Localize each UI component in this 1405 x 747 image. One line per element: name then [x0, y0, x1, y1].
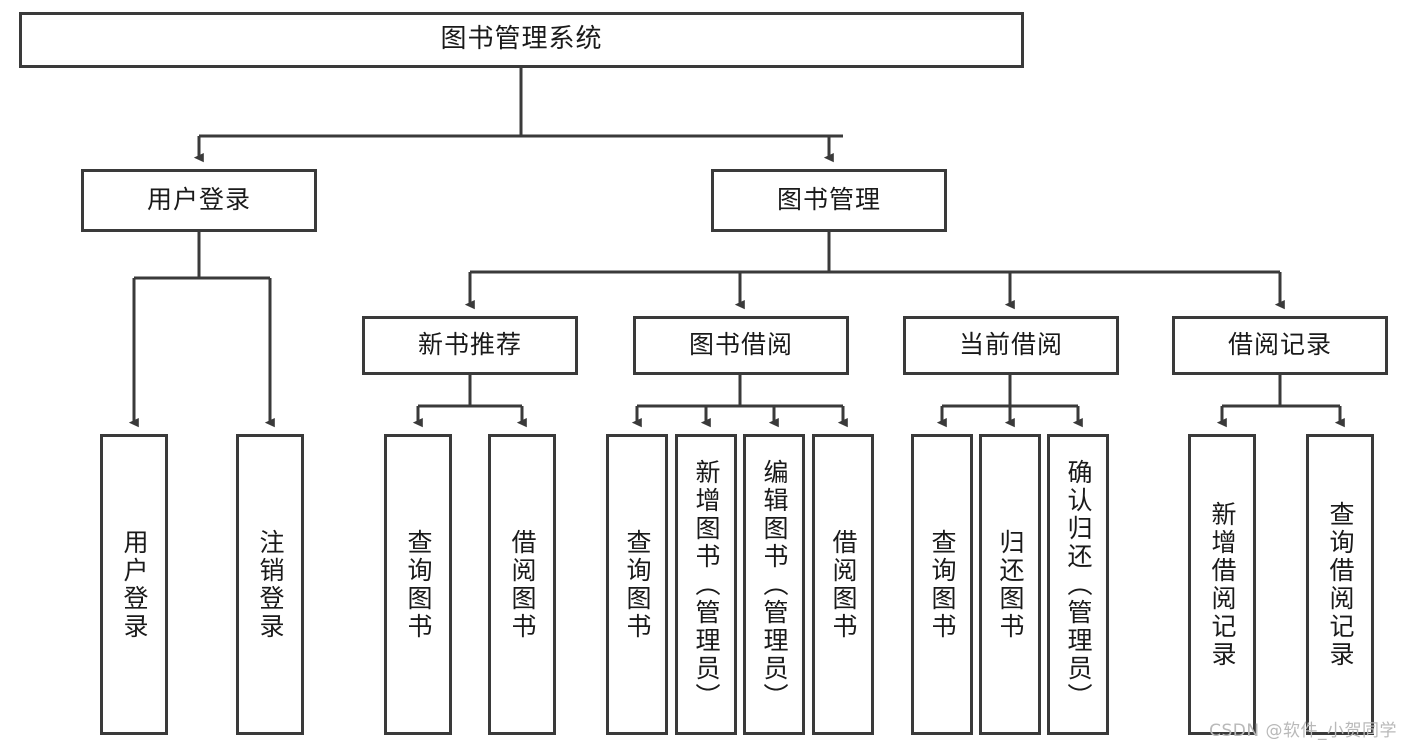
leaf-query-book-current[interactable]: 查询图书 — [911, 434, 973, 735]
node-book-management[interactable]: 图书管理 — [711, 169, 947, 232]
leaf-edit-book-admin[interactable]: 编辑图书（管理员） — [743, 434, 805, 735]
node-root-book-management-system[interactable]: 图书管理系统 — [19, 12, 1024, 68]
node-user-login[interactable]: 用户登录 — [81, 169, 317, 232]
node-label: 查询图书 — [928, 528, 957, 641]
node-label: 借阅图书 — [508, 528, 537, 641]
node-label: 编辑图书（管理员） — [760, 458, 789, 711]
node-current-borrow[interactable]: 当前借阅 — [903, 316, 1119, 375]
node-label: 图书管理系统 — [440, 24, 603, 55]
node-label: 用户登录 — [120, 528, 149, 641]
node-label: 注销登录 — [256, 528, 285, 641]
leaf-user-login[interactable]: 用户登录 — [100, 434, 168, 735]
node-label: 确认归还（管理员） — [1064, 458, 1093, 711]
node-label: 图书管理 — [776, 185, 881, 215]
leaf-query-book-borrow[interactable]: 查询图书 — [606, 434, 668, 735]
leaf-query-borrow-record[interactable]: 查询借阅记录 — [1306, 434, 1374, 735]
leaf-query-book-recommend[interactable]: 查询图书 — [384, 434, 452, 735]
node-label: 新增借阅记录 — [1208, 500, 1237, 669]
node-label: 新书推荐 — [417, 330, 522, 360]
node-label: 查询图书 — [404, 528, 433, 641]
leaf-add-borrow-record[interactable]: 新增借阅记录 — [1188, 434, 1256, 735]
leaf-borrow-book[interactable]: 借阅图书 — [812, 434, 874, 735]
node-label: 查询图书 — [623, 528, 652, 641]
leaf-logout[interactable]: 注销登录 — [236, 434, 304, 735]
node-label: 用户登录 — [146, 185, 251, 215]
watermark-text: CSDN @软件_小贺同学 — [1209, 721, 1397, 741]
node-label: 借阅图书 — [829, 528, 858, 641]
node-label: 借阅记录 — [1227, 330, 1332, 360]
leaf-add-book-admin[interactable]: 新增图书（管理员） — [675, 434, 737, 735]
node-label: 查询借阅记录 — [1326, 500, 1355, 669]
node-label: 新增图书（管理员） — [692, 458, 721, 711]
leaf-confirm-return-admin[interactable]: 确认归还（管理员） — [1047, 434, 1109, 735]
leaf-return-book[interactable]: 归还图书 — [979, 434, 1041, 735]
node-label: 当前借阅 — [958, 330, 1063, 360]
node-borrow-record[interactable]: 借阅记录 — [1172, 316, 1388, 375]
node-label: 图书借阅 — [688, 330, 793, 360]
node-book-borrow[interactable]: 图书借阅 — [633, 316, 849, 375]
leaf-borrow-book-recommend[interactable]: 借阅图书 — [488, 434, 556, 735]
node-label: 归还图书 — [996, 528, 1025, 641]
node-new-book-recommend[interactable]: 新书推荐 — [362, 316, 578, 375]
